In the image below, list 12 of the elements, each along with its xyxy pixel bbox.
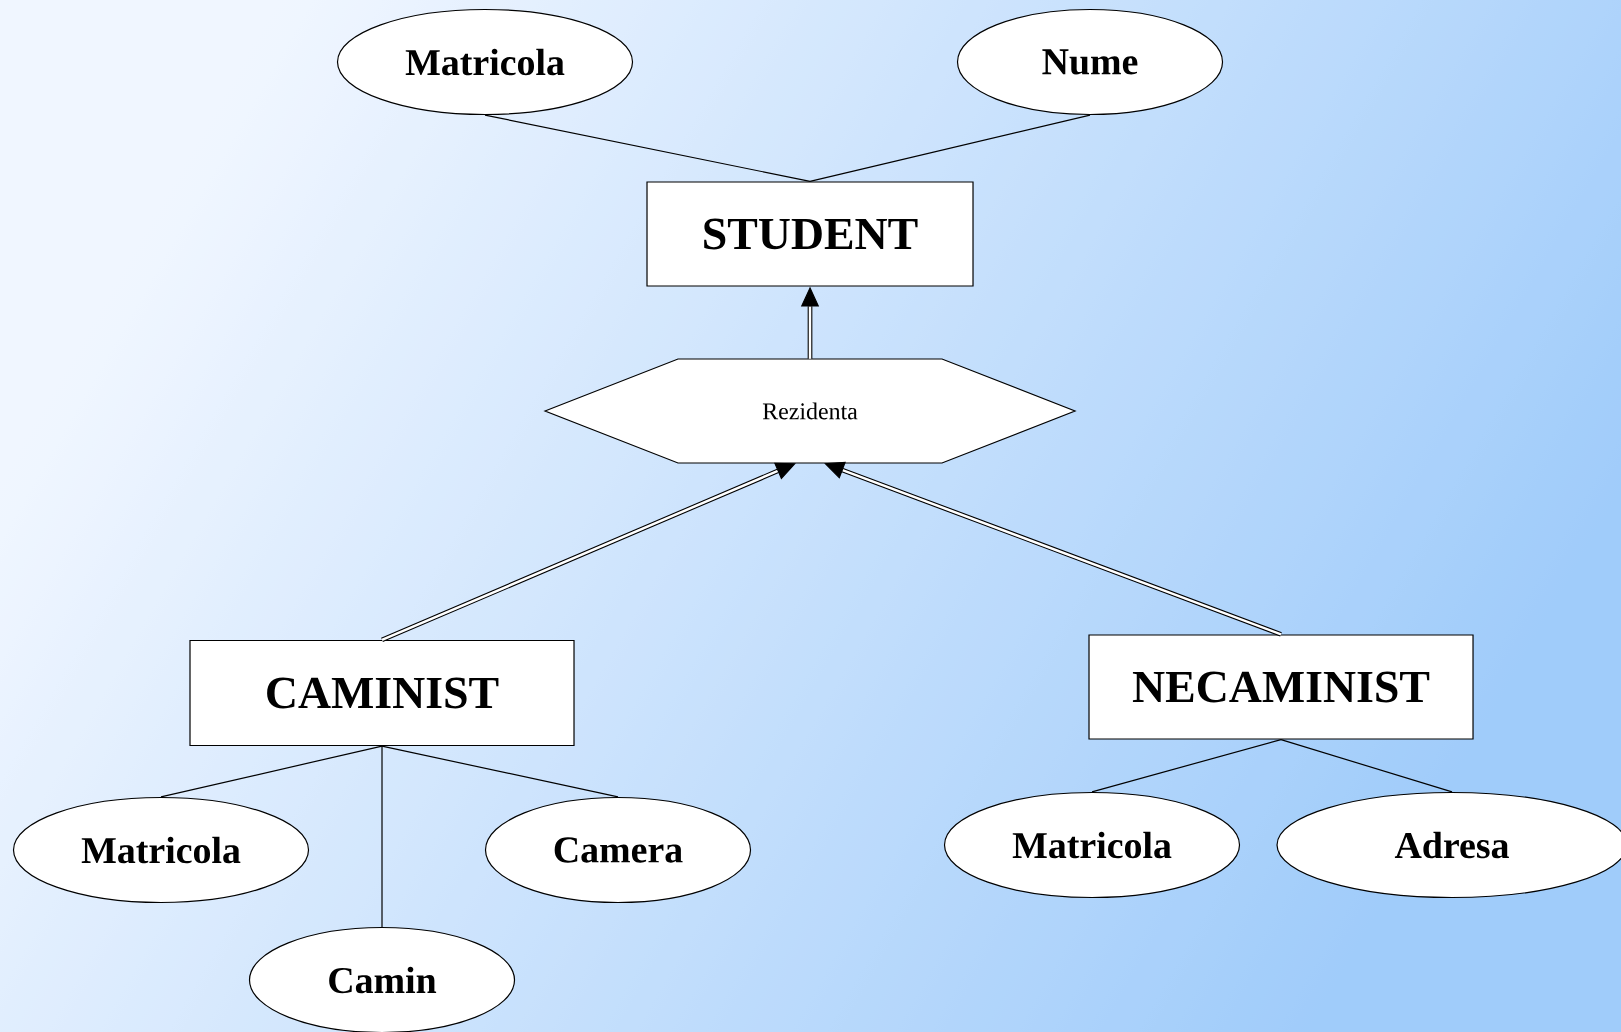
entity-box: NECAMINIST — [1088, 634, 1474, 740]
entity-box: CAMINIST — [189, 639, 575, 747]
connector-line — [381, 745, 619, 798]
arrow — [824, 461, 1282, 637]
arrow — [381, 462, 796, 643]
connector-line — [160, 745, 383, 798]
connector-line — [381, 745, 383, 928]
connector-line — [1091, 739, 1282, 793]
entity-box: STUDENT — [646, 181, 974, 287]
connector-line — [1280, 739, 1453, 793]
connector-line — [809, 114, 1091, 182]
connector-line — [484, 114, 811, 182]
